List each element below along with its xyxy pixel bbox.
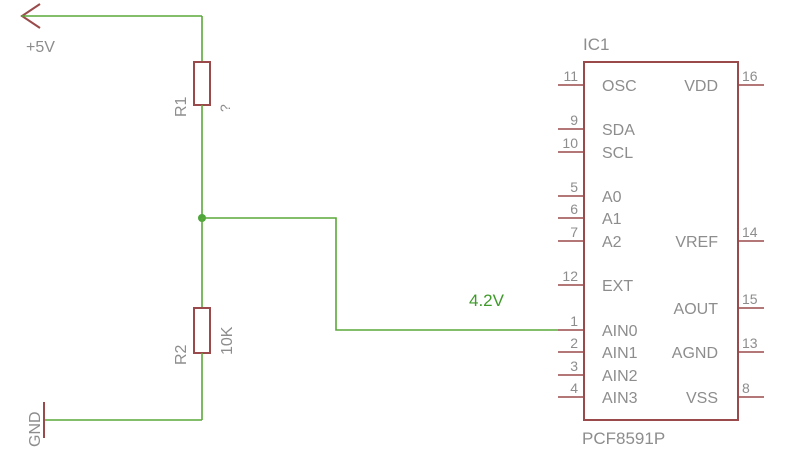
pin-name: AIN0 bbox=[602, 323, 638, 340]
pin-name: AIN3 bbox=[602, 390, 638, 407]
r2-name: R2 bbox=[173, 344, 190, 365]
pin-number: 12 bbox=[562, 268, 578, 284]
r1-name: R1 bbox=[173, 96, 190, 117]
pin-name: A1 bbox=[602, 211, 622, 228]
pin-number: 6 bbox=[570, 201, 578, 217]
net-voltage-label: 4.2V bbox=[469, 291, 505, 310]
pin-number: 8 bbox=[742, 380, 750, 396]
ic-name: IC1 bbox=[583, 35, 609, 54]
pin-name: SCL bbox=[602, 145, 633, 162]
pin-number: 1 bbox=[570, 313, 578, 329]
pin-number: 13 bbox=[742, 335, 758, 351]
ic-part: PCF8591P bbox=[582, 429, 665, 448]
pin-number: 3 bbox=[570, 358, 578, 374]
pin-name: A2 bbox=[602, 234, 622, 251]
pin-name: EXT bbox=[602, 278, 633, 295]
pin-name: OSC bbox=[602, 78, 637, 95]
r2-body bbox=[193, 307, 211, 354]
pin-name: VREF bbox=[675, 234, 718, 251]
pin-number: 11 bbox=[563, 68, 578, 84]
ic-left-pins bbox=[558, 84, 584, 398]
pin-name: VDD bbox=[684, 78, 718, 95]
gnd-label: GND bbox=[27, 411, 44, 447]
pin-name: AOUT bbox=[674, 301, 719, 318]
pin-name: AIN1 bbox=[602, 345, 638, 362]
pin-number: 10 bbox=[562, 135, 578, 151]
vcc-label: +5V bbox=[26, 39, 55, 56]
r1-body bbox=[193, 61, 211, 106]
r1-value: ? bbox=[217, 104, 233, 112]
pin-number: 16 bbox=[742, 68, 758, 84]
pin-name: A0 bbox=[602, 189, 622, 206]
pin-number: 14 bbox=[742, 224, 758, 240]
r2-value: 10K bbox=[219, 326, 236, 355]
pin-name: SDA bbox=[602, 122, 635, 139]
pin-name: AIN2 bbox=[602, 368, 638, 385]
wire-node-ain0 bbox=[202, 217, 558, 331]
pin-number: 9 bbox=[570, 112, 578, 128]
ic-right-pins bbox=[738, 84, 764, 398]
pin-number: 15 bbox=[742, 291, 758, 307]
pin-number: 7 bbox=[570, 224, 578, 240]
pin-name: VSS bbox=[686, 390, 718, 407]
pin-number: 5 bbox=[570, 179, 578, 195]
vcc-symbol bbox=[20, 3, 202, 29]
pin-name: AGND bbox=[672, 345, 718, 362]
pin-number: 4 bbox=[570, 380, 578, 396]
pin-number: 2 bbox=[570, 335, 578, 351]
